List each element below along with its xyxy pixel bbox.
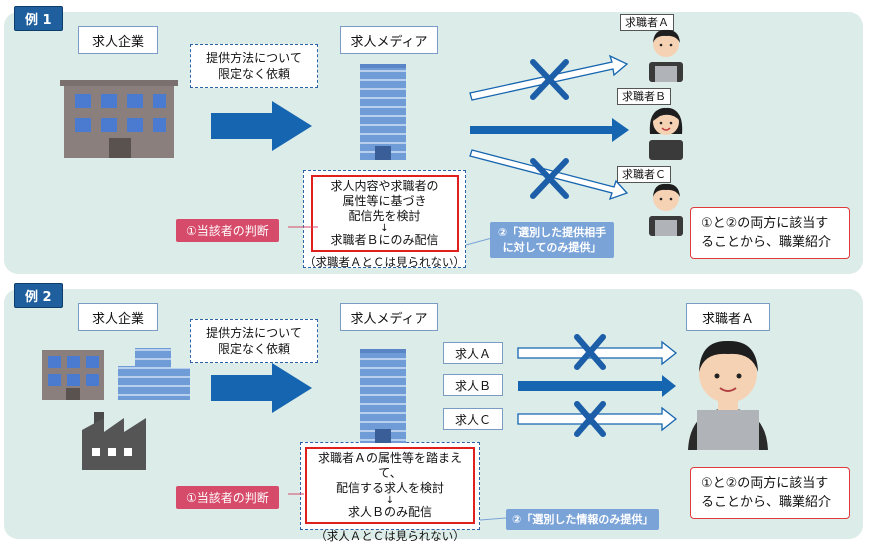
result-box: ①と②の両方に該当す ることから、職業紹介 — [690, 207, 850, 259]
connector-line — [479, 517, 507, 521]
media-label: 求人メディア — [340, 26, 438, 54]
blocked-cross-icon — [530, 158, 569, 199]
judgment-label: ①当該者の判断 — [176, 486, 279, 509]
decision-note: （求職者ＡとＣは見られない） — [304, 255, 465, 269]
request-note: 提供方法について 限定なく依頼 — [190, 319, 318, 363]
example2-tag: 例 2 — [14, 283, 63, 308]
example1-tag: 例 1 — [14, 6, 63, 31]
blocked-cross-icon — [530, 59, 569, 100]
result-box: ①と②の両方に該当す ることから、職業紹介 — [690, 467, 850, 519]
blocked-cross-icon — [574, 334, 606, 370]
request-note: 提供方法について 限定なく依頼 — [190, 44, 318, 88]
arrow-right-icon — [211, 363, 312, 413]
decision-box: 求職者Ａの属性等を踏まえて、 配信する求人を検討 ↓ 求人Ｂのみ配信 — [305, 447, 475, 524]
seeker-label-b: 求職者Ｂ — [617, 88, 671, 105]
seeker-label-c: 求職者Ｃ — [617, 166, 671, 183]
decision-area: 求職者Ａの属性等を踏まえて、 配信する求人を検討 ↓ 求人Ｂのみ配信 （求人Ａと… — [300, 442, 480, 543]
blocked-cross-icon — [574, 401, 606, 437]
seeker-a-avatar — [688, 340, 768, 450]
job-c-arrow-icon — [517, 406, 678, 432]
media-tower-icon — [360, 349, 406, 443]
office-building-icon — [118, 348, 190, 400]
connector-line — [465, 237, 493, 246]
decision-area: 求人内容や求職者の 属性等に基づき 配信先を検討 ↓ 求職者Ｂにのみ配信 （求職… — [303, 170, 466, 269]
decision-note: （求人ＡとＣは見られない） — [315, 529, 465, 543]
company-label: 求人企業 — [78, 303, 158, 331]
judgment-label: ①当該者の判断 — [176, 219, 279, 242]
job-c-box: 求人Ｃ — [443, 408, 503, 430]
company-building-icon — [60, 80, 178, 158]
seeker-a-avatar — [649, 29, 683, 82]
job-a-box: 求人Ａ — [443, 342, 503, 364]
job-b-box: 求人Ｂ — [443, 374, 503, 396]
media-tower-icon — [360, 64, 406, 160]
seeker-label-a: 求職者Ａ — [620, 14, 674, 31]
arrow-to-seeker-b-icon — [470, 118, 629, 142]
company-building-icon — [42, 350, 104, 400]
provision-label: ②「選別した情報のみ提供」 — [506, 509, 660, 530]
arrow-right-icon — [211, 101, 312, 151]
company-label: 求人企業 — [78, 26, 158, 54]
provision-label: ②「選別した提供相手 に対してのみ提供」 — [490, 222, 614, 258]
job-a-arrow-icon — [517, 340, 678, 366]
seeker-a-label: 求職者Ａ — [686, 303, 770, 331]
factory-icon — [82, 412, 146, 470]
job-b-arrow-icon — [518, 375, 676, 397]
seeker-c-avatar — [649, 183, 683, 236]
media-label: 求人メディア — [340, 303, 438, 331]
decision-box: 求人内容や求職者の 属性等に基づき 配信先を検討 ↓ 求職者Ｂにのみ配信 — [310, 175, 459, 252]
seeker-b-avatar — [649, 107, 683, 160]
